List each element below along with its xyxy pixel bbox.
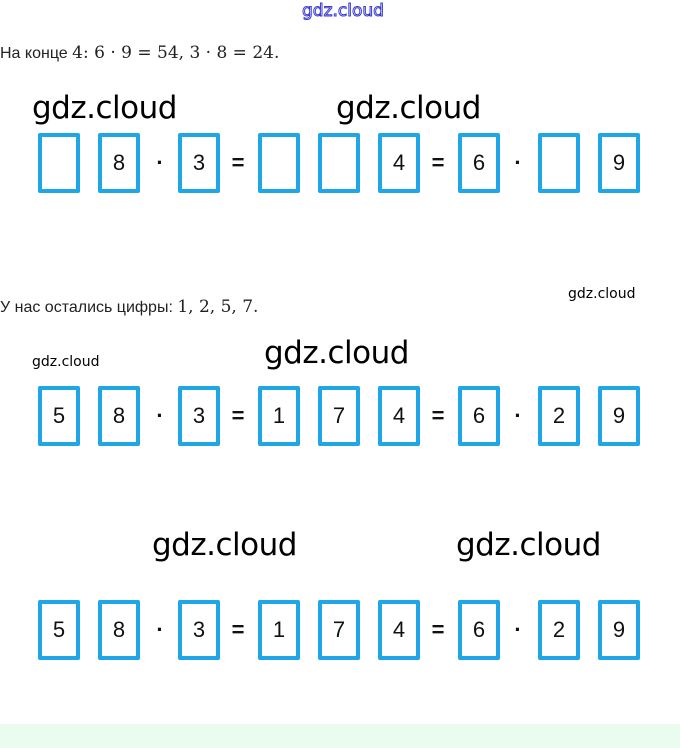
- multiply-sign: ·: [156, 403, 164, 428]
- digit-box: 5: [38, 600, 80, 660]
- watermark-top: gdz.cloud: [302, 1, 385, 22]
- watermark: gdz.cloud: [32, 354, 100, 370]
- multiply-sign: ·: [156, 150, 164, 175]
- line-ending-math: 4: 6 · 9 = 54, 3 · 8 = 24.: [72, 43, 280, 63]
- digit-box: 7: [318, 600, 360, 660]
- puzzle-row-empty: 8 · 3 = 4 = 6 · 9: [0, 133, 680, 195]
- digit-box: 9: [598, 386, 640, 446]
- digit-box: 4: [378, 133, 420, 193]
- digit-box: 2: [538, 386, 580, 446]
- multiply-sign: ·: [514, 403, 522, 428]
- digit-box: 7: [318, 386, 360, 446]
- digit-box: 3: [178, 133, 220, 193]
- digit-box: 1: [258, 386, 300, 446]
- digit-box: 8: [98, 386, 140, 446]
- digit-box: 8: [98, 600, 140, 660]
- equals-sign: =: [231, 617, 245, 642]
- watermark: gdz.cloud: [32, 90, 177, 126]
- line-ending-text: На конце 4: 6 · 9 = 54, 3 · 8 = 24.: [0, 43, 279, 63]
- digit-box: 3: [178, 600, 220, 660]
- multiply-sign: ·: [156, 617, 164, 642]
- digit-box: 6: [458, 133, 500, 193]
- equals-sign: =: [231, 403, 245, 428]
- digit-box: 6: [458, 600, 500, 660]
- equals-sign: =: [431, 617, 445, 642]
- watermark: gdz.cloud: [568, 286, 636, 302]
- digit-box: 3: [178, 386, 220, 446]
- remaining-digits-text: У нас остались цифры: 1, 2, 5, 7.: [0, 297, 258, 317]
- footer-bar: [0, 724, 680, 748]
- multiply-sign: ·: [514, 150, 522, 175]
- watermark: gdz.cloud: [336, 90, 481, 126]
- digit-box: 4: [378, 386, 420, 446]
- digit-box: 6: [458, 386, 500, 446]
- digit-box: 9: [598, 133, 640, 193]
- digit-box: 2: [538, 600, 580, 660]
- line-ending-label: На конце: [0, 45, 68, 62]
- equals-sign: =: [431, 150, 445, 175]
- digit-box: [258, 133, 300, 193]
- multiply-sign: ·: [514, 617, 522, 642]
- digit-box: 1: [258, 600, 300, 660]
- remaining-digits-label: У нас остались цифры:: [0, 299, 173, 316]
- watermark: gdz.cloud: [264, 335, 409, 371]
- digit-box: [38, 133, 80, 193]
- watermark: gdz.cloud: [456, 527, 601, 563]
- digit-box: 4: [378, 600, 420, 660]
- equals-sign: =: [431, 403, 445, 428]
- equals-sign: =: [231, 150, 245, 175]
- watermark: gdz.cloud: [152, 527, 297, 563]
- digit-box: 5: [38, 386, 80, 446]
- digit-box: [318, 133, 360, 193]
- digit-box: 9: [598, 600, 640, 660]
- remaining-digits-math: 1, 2, 5, 7.: [177, 297, 259, 317]
- digit-box: [538, 133, 580, 193]
- digit-box: 8: [98, 133, 140, 193]
